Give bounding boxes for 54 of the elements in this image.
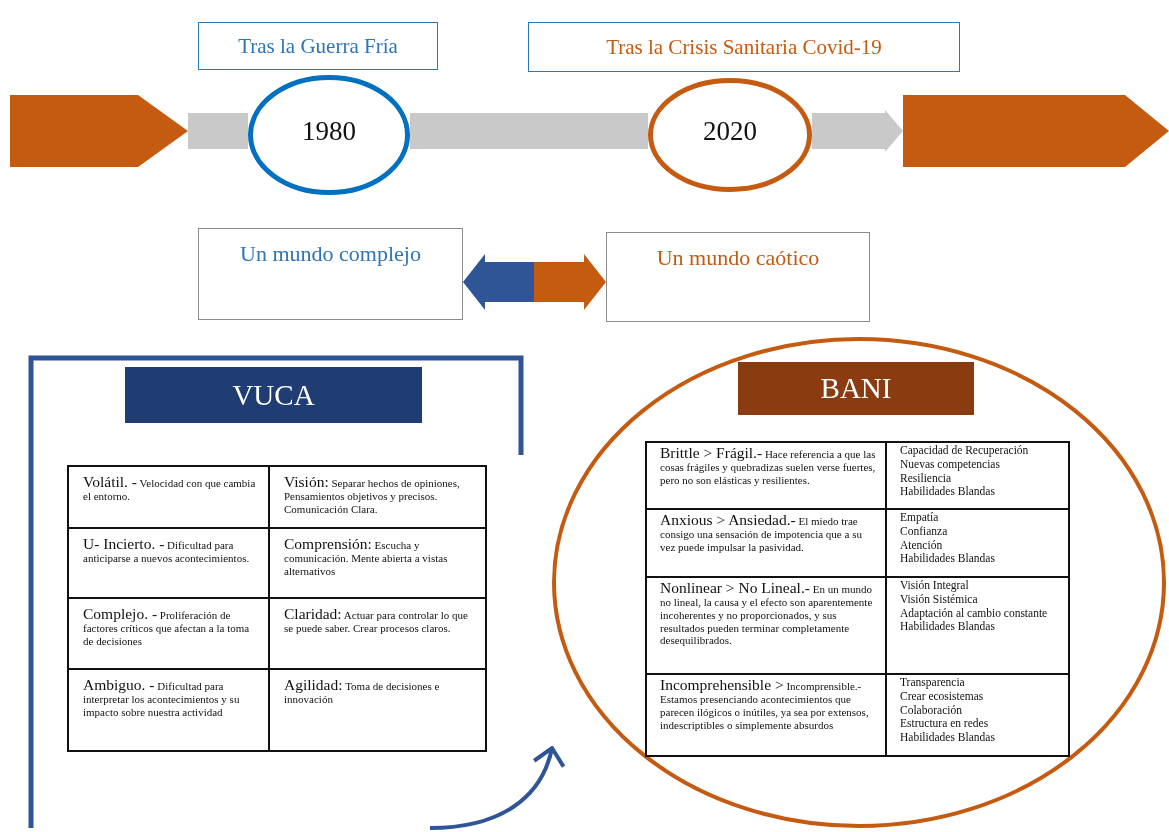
cell-text: Visión: Separar hechos de opiniones, Pensamientos objetivos y precisos. Comunicación Clara. — [284, 473, 461, 516]
list-item: Resiliencia — [900, 471, 952, 486]
title-banner: BANI — [738, 362, 974, 415]
box-label: Tras la Crisis Sanitaria Covid-19 — [606, 34, 882, 60]
curved-arrow — [429, 746, 565, 830]
table-cell — [885, 673, 1070, 757]
cell-text: Anxious > Ansiedad.- El miedo trae consigo una sensación de impotencia que a su vez puede impulsar la pasividad. — [660, 511, 863, 554]
list-item: Habilidades Blandas — [900, 552, 995, 567]
double-arrow — [463, 254, 606, 310]
table-cell — [268, 465, 487, 529]
list-item: Habilidades Blandas — [900, 620, 995, 635]
box-label: Un mundo caótico — [656, 245, 820, 272]
list-item: Visión Integral — [900, 579, 969, 593]
timeline-arrow — [812, 110, 903, 152]
list-item: Colaboración — [900, 703, 962, 718]
list-item: Confianza — [900, 524, 948, 539]
box-label: Tras la Guerra Fría — [238, 33, 398, 59]
list-item: Transparencia — [900, 676, 965, 690]
cell-text: Volátil. - Velocidad con que cambia el entorno. — [83, 473, 257, 503]
list-item: Adaptación al cambio constante — [900, 606, 1048, 621]
list-item: Estructura en redes — [900, 717, 989, 732]
cell-text: Claridad:Actuar para controlar lo que se puede saber. Crear procesos claros. — [284, 605, 469, 635]
period-box — [198, 22, 438, 70]
list-item: Habilidades Blandas — [900, 731, 995, 745]
year-label: 1980 — [302, 115, 356, 147]
cell-text: Complejo. - Proliferación de factores críticos que afectan a la toma de decisiones — [83, 605, 251, 648]
year-label: 2020 — [703, 115, 757, 147]
list-item: Atención — [900, 538, 943, 553]
cell-text: U- Incierto. - Dificultad para anticiparse a nuevos acontecimientos. — [83, 535, 251, 565]
table-cell — [645, 441, 887, 510]
description-box — [198, 228, 463, 320]
list-item: Nuevas competencias — [900, 457, 1000, 472]
cell-text: Brittle > Frágil.- Hace referencia a que las cosas frágiles y quebradizas suelen verse fuertes, pero no son elásticas y resilientes. — [660, 444, 877, 487]
table-cell — [645, 673, 887, 757]
period-box — [528, 22, 960, 72]
cell-text: Comprensión: Escucha y comunicación. Mente abierta a vistas alternativos — [284, 535, 449, 578]
table-cell — [885, 441, 1070, 510]
description-box — [606, 232, 870, 322]
list-item: Visión Sistémica — [900, 592, 978, 607]
timeline-band — [410, 113, 648, 149]
list-item: Empatía — [900, 511, 939, 525]
title-banner: VUCA — [125, 367, 422, 423]
list-item: Capacidad de Recuperación — [900, 444, 1029, 458]
table-cell — [268, 668, 487, 752]
table-cell — [67, 668, 270, 752]
box-label: Un mundo complejo — [240, 241, 421, 268]
cell-text: Agilidad: Toma de decisiones e innovación — [284, 676, 441, 706]
cell-text: Ambiguo. - Dificultad para interpretar los acontecimientos y su impacto sobre nuestra actividad — [83, 676, 241, 719]
cell-text: Incomprehensible > Incomprensible.- Estamos presenciando acontecimientos que parecen ilógicos o inútiles, ya sea por extensos, indescriptibles o simplemente absurdos — [660, 676, 870, 732]
list-item: Crear ecosistemas — [900, 689, 984, 704]
timeline-band — [188, 113, 248, 149]
cell-text: Nonlinear > No Lineal.- En un mundo no lineal, la causa y el efecto son aparentemente incoherentes y no proporcionados, y sus resultados pueden terminar completamente desequilibrados. — [660, 579, 874, 648]
list-item: Habilidades Blandas — [900, 485, 995, 500]
table-cell — [67, 465, 270, 529]
